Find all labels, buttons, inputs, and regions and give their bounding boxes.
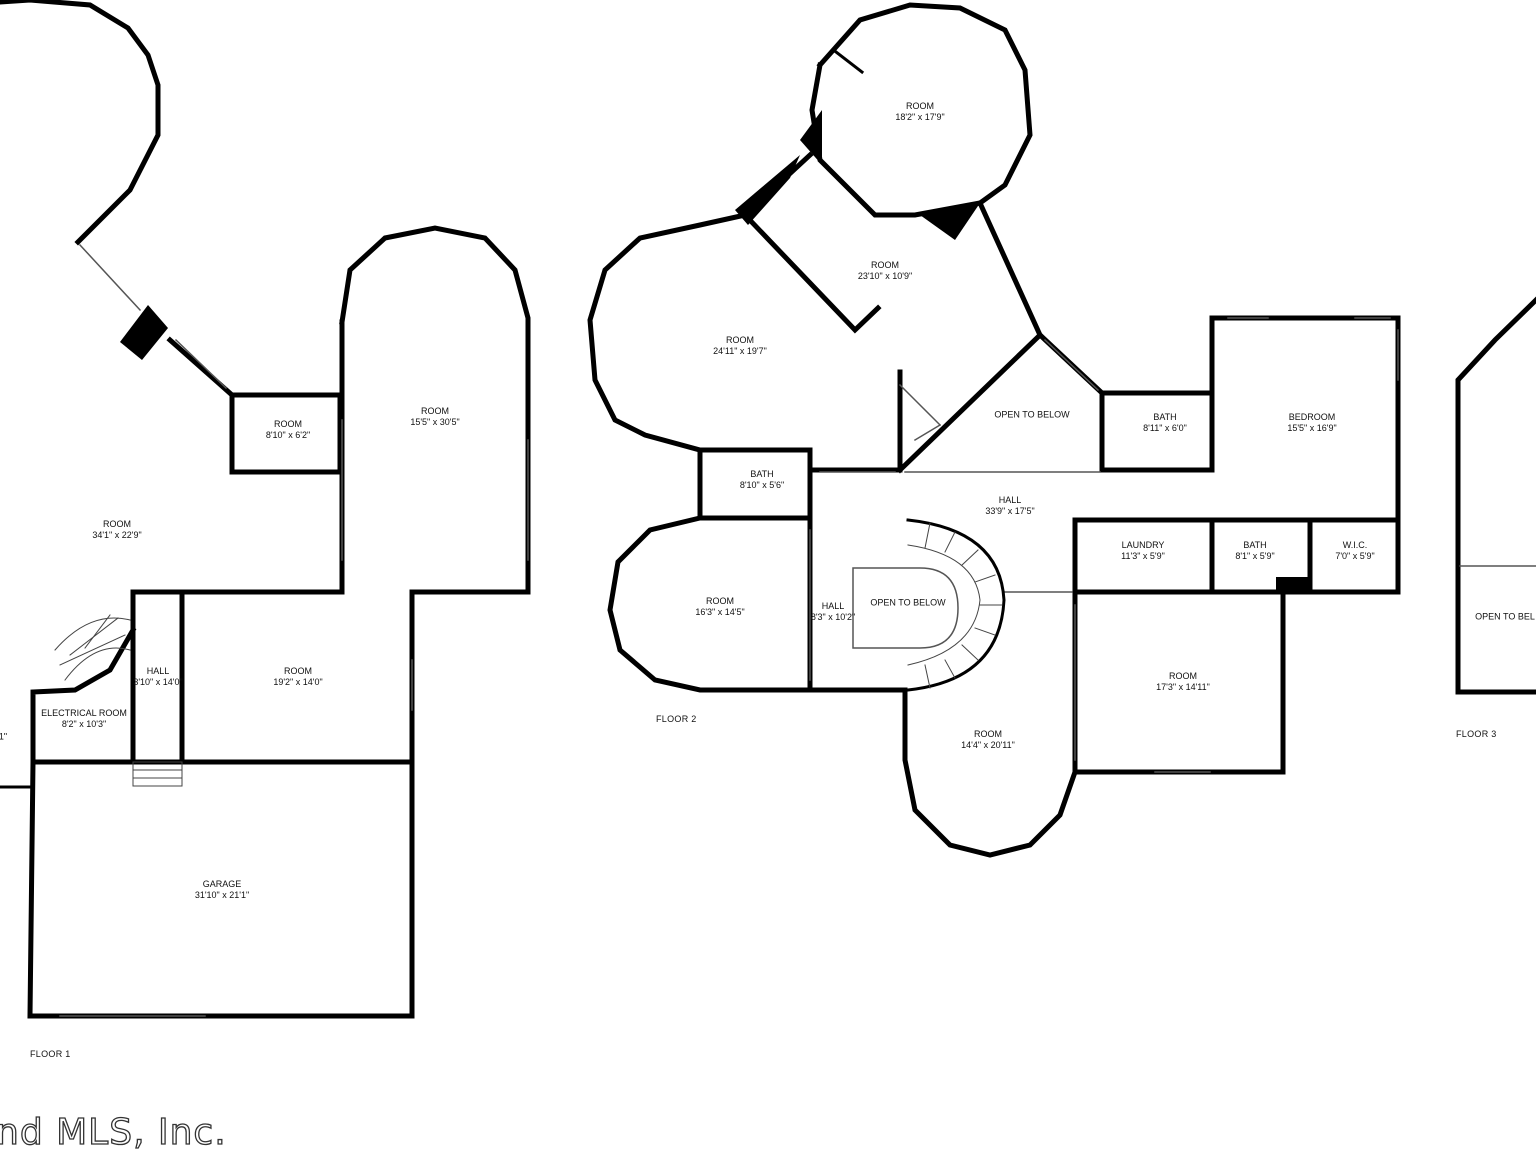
room-label: W.I.C. 7'0" x 5'9" [1335,540,1375,561]
room-label: ROOM 19'2" x 14'0" [273,666,323,687]
room-label: HALL 3'10" x 14'0" [133,666,183,687]
floor-2-walls [587,2,1401,858]
room-label: OPEN TO BELOW [870,597,946,608]
floor-1-walls [0,0,531,1019]
room-label: BEDROOM 15'5" x 16'9" [1287,412,1337,433]
floor-1-stairs [54,614,183,787]
floor-3-walls [1455,296,1536,695]
room-label: GARAGE 31'10" x 21'1" [194,879,250,900]
cut-off-label: 1" [0,731,8,742]
room-label: ROOM 15'5" x 30'5" [410,406,460,427]
room-label: ROOM 16'3" x 14'5" [695,596,745,617]
floor-1-fireplace [120,305,168,360]
room-label: BATH 8'1" x 5'9" [1235,540,1275,561]
room-label: OPEN TO BEL [1475,611,1535,622]
room-label: ROOM 34'1" x 22'9" [92,519,142,540]
room-label: ELECTRICAL ROOM 8'2" x 10'3" [41,708,127,729]
room-label: HALL 33'9" x 17'5" [985,495,1035,516]
floor-2-stair [852,518,1006,692]
room-label: LAUNDRY 11'3" x 5'9" [1121,540,1165,561]
room-label: HALL 8'3" x 10'2" [810,601,856,622]
room-label: ROOM 23'10" x 10'9" [857,260,913,281]
floor-2-windows [809,317,1399,773]
room-label: ROOM 24'11" x 19'7" [713,335,767,356]
room-label: OPEN TO BELOW [994,409,1070,420]
room-label: ROOM 18'2" x 17'9" [895,101,945,122]
floor-label: FLOOR 2 [656,714,697,724]
room-label: ROOM 14'4" x 20'11" [961,729,1015,750]
mls-watermark: nd MLS, Inc. [0,1111,227,1153]
room-label: ROOM 17'3" x 14'11" [1156,671,1210,692]
floor-1-windows [59,243,529,1017]
room-label: BATH 8'11" x 6'0" [1143,412,1187,433]
room-label: BATH 8'10" x 5'6" [739,469,785,490]
room-label: ROOM 8'10" x 6'2" [265,419,311,440]
floor-label: FLOOR 3 [1456,729,1497,739]
floor-label: FLOOR 1 [30,1049,71,1059]
